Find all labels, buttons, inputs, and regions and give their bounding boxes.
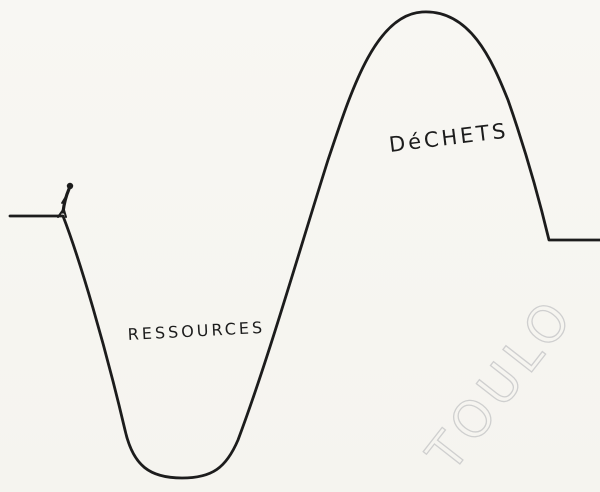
waste-label: DéCHETS xyxy=(388,119,510,157)
watermark: TOULO xyxy=(415,287,586,483)
person-figure xyxy=(58,183,73,217)
resources-label: RESSOURCES xyxy=(127,318,265,344)
watermark-text: TOULO xyxy=(415,287,586,483)
